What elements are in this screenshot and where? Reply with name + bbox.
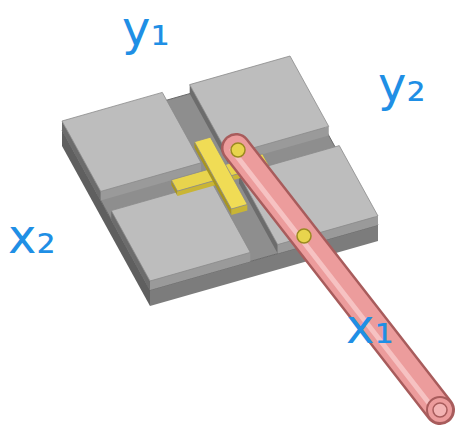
pivot-pin [231, 143, 245, 157]
lever-arm [231, 143, 453, 423]
axis-label: y₁ [122, 2, 170, 55]
axis-label: x₂ [8, 210, 56, 263]
pivot-pin [297, 229, 311, 243]
lever-end [427, 397, 453, 423]
axis-label: y₂ [378, 58, 426, 111]
axis-label: x₁ [346, 300, 394, 353]
lever-body [236, 148, 440, 410]
lever-end-cap [433, 403, 447, 417]
lever-highlight [232, 150, 432, 407]
square-block-top [62, 92, 201, 191]
lever-outline [236, 148, 440, 410]
